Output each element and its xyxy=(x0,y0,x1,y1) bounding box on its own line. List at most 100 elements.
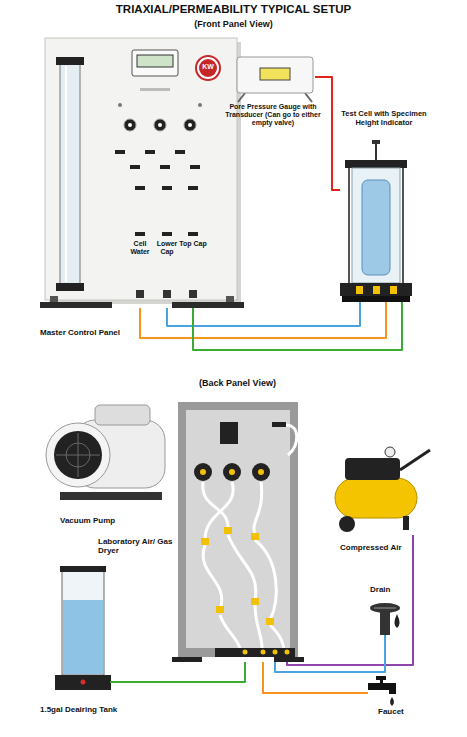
drain-grate xyxy=(370,603,400,613)
digital-display xyxy=(132,50,178,76)
manifold xyxy=(215,648,295,657)
pump-head xyxy=(95,405,150,425)
equipment-label: Compressed Air xyxy=(340,543,440,552)
tank-base xyxy=(55,675,111,690)
grille-ring xyxy=(66,443,90,467)
hose xyxy=(254,482,262,535)
equipment-node: Test Cell with Specimen Height Indicator xyxy=(340,150,412,302)
tubing-line xyxy=(263,662,368,693)
dryer-fitting xyxy=(272,422,286,427)
tank-lid xyxy=(60,566,106,572)
back-gauge xyxy=(223,463,241,481)
back-display xyxy=(220,422,238,444)
equipment-node: Faucet xyxy=(368,675,408,705)
vacuum-pump-art xyxy=(46,405,165,500)
panel-gauge xyxy=(154,119,166,131)
tubing-line xyxy=(140,302,386,338)
equipment-node: Compressed Air xyxy=(328,445,433,535)
tube-highlight xyxy=(65,66,67,282)
compressor-motor xyxy=(345,458,400,480)
cell-cylinder xyxy=(352,168,400,283)
logo-ring xyxy=(196,56,220,80)
fan-housing xyxy=(46,423,110,487)
panel-face xyxy=(45,38,237,300)
equipment-label: Vacuum Pump xyxy=(60,516,160,525)
valve-handle xyxy=(162,186,172,190)
equipment-node: Vacuum Pump xyxy=(45,400,170,505)
compressor-wheel xyxy=(339,516,355,532)
outlet-valve xyxy=(189,290,197,298)
equipment-node: Cell WaterLower CapTop CapMaster Control… xyxy=(45,38,237,308)
hose xyxy=(270,625,284,648)
hose xyxy=(203,545,222,610)
gauge-hub xyxy=(200,469,206,475)
panel-plate xyxy=(140,88,170,91)
back-valve xyxy=(251,598,259,605)
tank-water xyxy=(63,600,103,674)
panel-foot xyxy=(172,302,244,308)
tubing-line xyxy=(287,535,413,665)
sight-tube xyxy=(60,62,80,286)
fan-grille xyxy=(54,431,102,479)
annotation-label: Laboratory Air/ Gas Dryer xyxy=(98,537,176,555)
base-valve xyxy=(373,286,380,294)
tubing-line xyxy=(275,635,385,672)
faucet-spout xyxy=(389,688,396,694)
display-screen xyxy=(137,55,173,67)
back-foot xyxy=(274,657,304,662)
compressor-foot xyxy=(403,516,409,530)
outlet-valve xyxy=(163,290,171,298)
equipment-label: Test Cell with Specimen Height Indicator xyxy=(336,110,432,127)
equipment-node: Drain xyxy=(368,600,403,635)
master-panel-art xyxy=(40,38,244,308)
back-valve xyxy=(216,606,224,613)
valve-handle xyxy=(188,186,198,190)
cell-foot xyxy=(342,296,410,302)
hose xyxy=(286,425,297,455)
gauge-hub xyxy=(229,469,235,475)
gauge-display xyxy=(260,68,290,80)
grate-bar xyxy=(374,608,396,609)
valve-handle xyxy=(135,232,145,236)
compressor-gauge xyxy=(385,447,395,457)
annotation-label: KW xyxy=(197,63,219,71)
equipment-label: (Back Panel View) xyxy=(135,378,340,388)
hose xyxy=(255,605,262,648)
indicator-knob xyxy=(372,140,380,144)
top-plate xyxy=(345,160,407,168)
equipment-label: 1.5gal Deairing Tank xyxy=(40,705,150,714)
valve-handle xyxy=(115,150,125,154)
specimen xyxy=(362,180,390,275)
valve-handle xyxy=(190,165,200,169)
back-valve xyxy=(251,533,259,540)
water-drop xyxy=(395,614,400,628)
compressor-art xyxy=(335,447,430,532)
tank-switch xyxy=(81,680,86,685)
gauge-face xyxy=(128,123,132,127)
tie-rod xyxy=(348,168,350,283)
air-tank xyxy=(335,478,417,518)
test-cell-art xyxy=(340,140,412,302)
drain-art xyxy=(370,603,400,635)
panel-gauge xyxy=(184,119,196,131)
gauge-hub xyxy=(258,469,264,475)
deairing-tank-art xyxy=(55,566,111,690)
back-gauge xyxy=(194,463,212,481)
equipment-label: Faucet xyxy=(378,707,423,716)
equipment-label: Pore Pressure Gauge with Transducer (Can… xyxy=(221,103,325,127)
valve-handle xyxy=(135,186,145,190)
hose xyxy=(228,535,256,600)
equipment-label: Lower Cap xyxy=(152,240,182,256)
grille-line xyxy=(78,433,79,477)
valve-handle xyxy=(175,150,185,154)
tubing-line xyxy=(167,302,360,326)
gauge-body xyxy=(237,57,313,93)
back-valve xyxy=(266,618,274,625)
manifold-port xyxy=(273,650,278,655)
tube-cap xyxy=(56,283,84,291)
panel-knob xyxy=(118,103,122,107)
back-valve xyxy=(201,538,209,545)
tubing-line xyxy=(110,662,245,682)
equipment-label: Cell Water xyxy=(125,240,155,256)
